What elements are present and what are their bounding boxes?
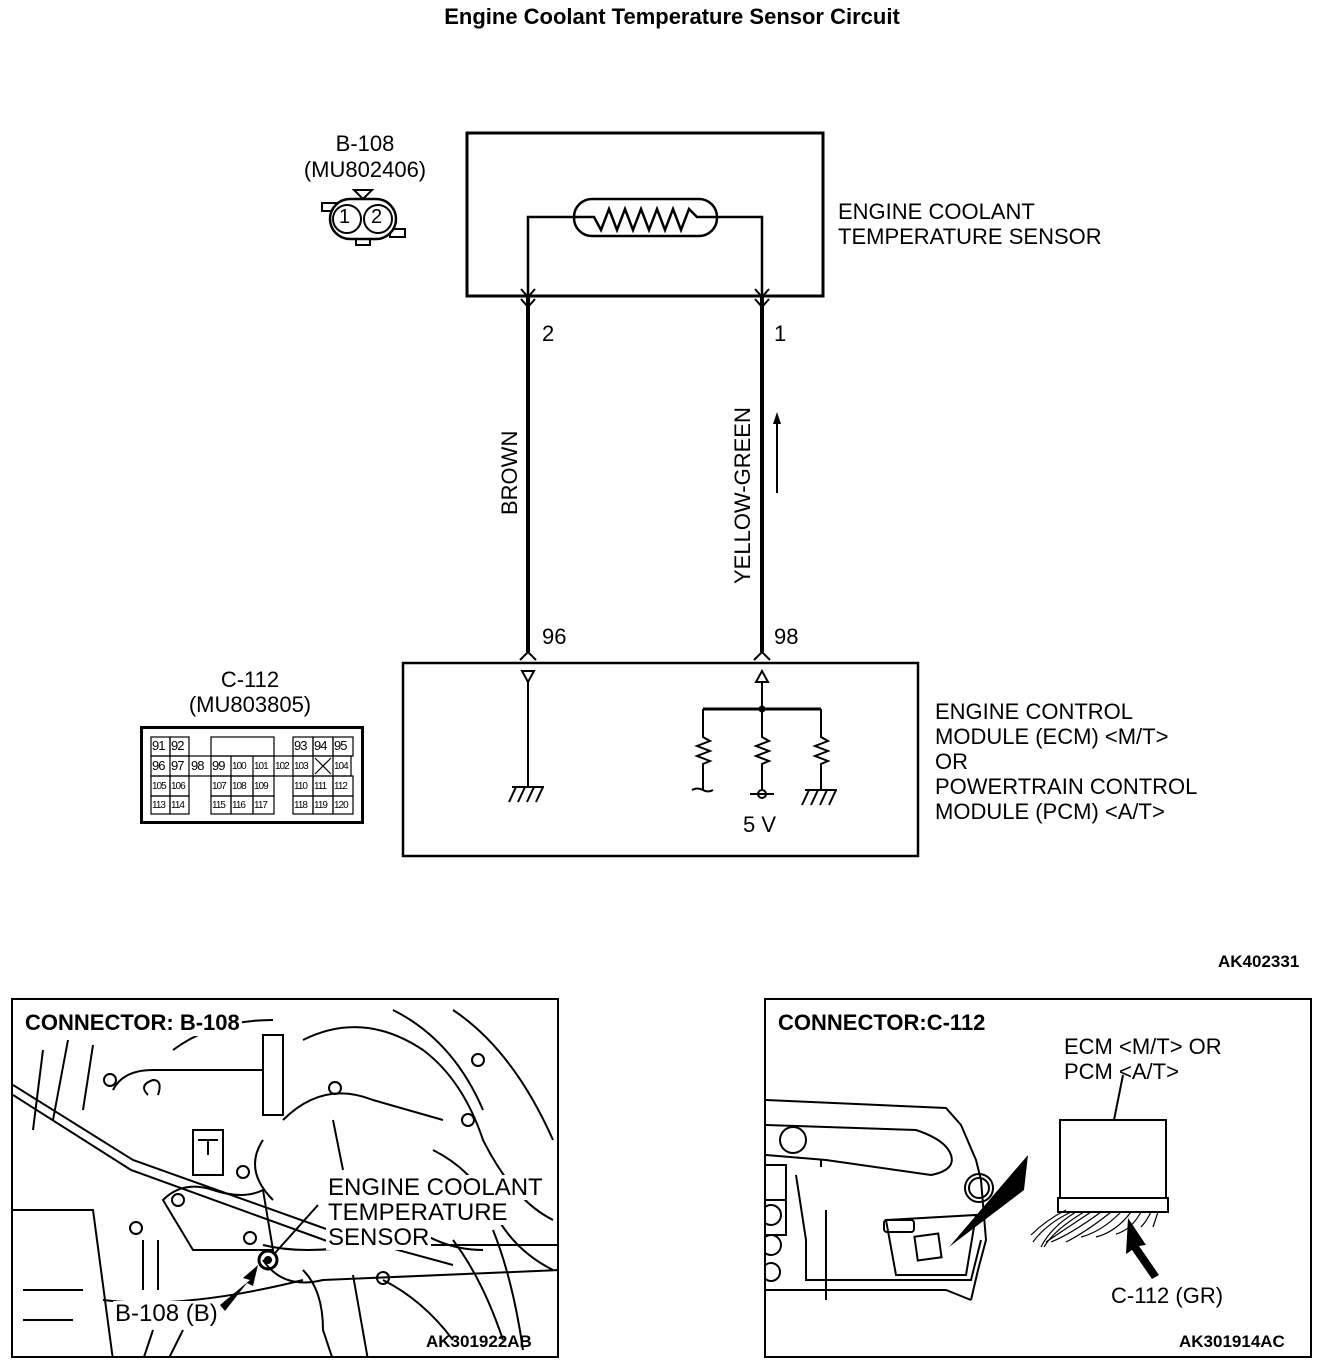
pin-103: 103	[294, 761, 309, 772]
pin-108: 108	[232, 781, 247, 792]
pointer-arrow-icon	[1126, 1218, 1159, 1279]
connector-c112-id: C-112	[220, 667, 280, 692]
sensor-label-line-1: ENGINE COOLANT	[838, 199, 1035, 224]
panel-right-connector-label: C-112 (GR)	[1111, 1283, 1224, 1308]
wire-color-yellow-green: YELLOW-GREEN	[730, 407, 755, 584]
pin-106: 106	[171, 781, 186, 792]
panel-left-connector-label: B-108 (B)	[113, 1300, 220, 1327]
panel-right-callout-line-1: ECM <M/T> OR	[1064, 1034, 1222, 1059]
connector-b108-id: B-108	[335, 131, 395, 156]
panel-connector-c112: CONNECTOR:C-112 ECM <M/T> OR PCM <A/T> C…	[764, 998, 1312, 1358]
circuit-schematic	[321, 131, 920, 858]
connector-cap-icon	[519, 650, 537, 661]
pin-93: 93	[294, 738, 308, 753]
pin-116: 116	[232, 800, 246, 811]
pin-105: 105	[152, 781, 167, 792]
pin-111: 111	[314, 781, 327, 792]
thermistor-zigzag	[526, 205, 764, 297]
diagram-title: Engine Coolant Temperature Sensor Circui…	[444, 4, 900, 29]
pin-113: 113	[152, 800, 166, 811]
dashboard-illustration	[766, 1074, 1169, 1301]
connector-b108-face-icon	[321, 189, 406, 246]
panel-right-title: CONNECTOR:C-112	[778, 1010, 986, 1035]
connector-pin-2: 2	[371, 206, 383, 228]
connector-c112-part-number: (MU803805)	[188, 692, 312, 717]
pin-115: 115	[212, 800, 226, 811]
sensor-pin-left: 2	[542, 321, 555, 346]
sensor-box	[465, 131, 825, 298]
resistor-icon	[753, 709, 772, 790]
ground-icon	[508, 786, 544, 803]
pin-118: 118	[294, 800, 308, 811]
arrowhead-icon	[773, 412, 781, 424]
zoom-wedge-icon	[949, 1155, 1028, 1247]
pin-119: 119	[314, 800, 328, 811]
ecm-label-line-4: POWERTRAIN CONTROL	[935, 774, 1198, 799]
pin-109: 109	[254, 781, 269, 792]
ecm-module-icon	[1059, 1119, 1167, 1209]
engine-bay-illustration	[13, 1009, 557, 1356]
pin-110: 110	[294, 781, 308, 792]
pin-99: 99	[212, 758, 226, 773]
wire-color-brown: BROWN	[497, 430, 522, 515]
ecm-label-line-1: ENGINE CONTROL	[935, 699, 1134, 724]
pin-107: 107	[212, 781, 227, 792]
ecm-box	[401, 661, 920, 858]
panel-left-callout-line-3: SENSOR	[326, 1224, 432, 1251]
panel-left-code: AK301922AB	[426, 1332, 532, 1351]
pinout-grid	[150, 736, 354, 815]
resistor-icon	[694, 709, 713, 790]
panel-left-title: CONNECTOR: B-108	[23, 1010, 242, 1036]
pin-104: 104	[334, 761, 349, 772]
connector-b108-part-number: (MU802406)	[303, 157, 427, 182]
connector-cap-icon	[753, 650, 771, 661]
output-triangle-icon	[754, 668, 770, 683]
pin-98: 98	[191, 758, 205, 773]
pin-100: 100	[232, 761, 247, 772]
supply-voltage-label: 5 V	[743, 812, 777, 837]
pin-114: 114	[171, 800, 185, 811]
resistor-icon	[812, 709, 831, 790]
pin-101: 101	[254, 761, 269, 772]
pin-91: 91	[152, 738, 166, 753]
panel-left-callout-line-2: TEMPERATURE	[326, 1199, 510, 1226]
figure-code: AK402331	[1218, 952, 1300, 971]
pin-97: 97	[171, 758, 185, 773]
panel-right-callout-line-2: PCM <A/T>	[1064, 1059, 1179, 1084]
ecm-pin-96: 96	[542, 624, 567, 649]
pin-95: 95	[334, 738, 348, 753]
panel-connector-b108: CONNECTOR: B-108 ENGINE COOLANT TEMPERAT…	[11, 998, 559, 1358]
pin-94: 94	[314, 738, 328, 753]
pin-112: 112	[334, 781, 348, 792]
pin-92: 92	[171, 738, 185, 753]
panel-left-callout-line-1: ENGINE COOLANT	[326, 1174, 545, 1201]
pin-120: 120	[334, 800, 349, 811]
pin-117: 117	[254, 800, 268, 811]
sensor-label-line-2: TEMPERATURE SENSOR	[838, 224, 1102, 249]
input-triangle-icon	[520, 670, 536, 685]
ecm-label-line-5: MODULE (PCM) <A/T>	[935, 799, 1165, 824]
ecm-label-line-2: MODULE (ECM) <M/T>	[935, 724, 1169, 749]
connector-pin-1: 1	[339, 206, 351, 228]
ecm-pin-98: 98	[774, 624, 799, 649]
pointer-arrow-icon	[220, 1265, 258, 1311]
panel-right-code: AK301914AC	[1179, 1332, 1285, 1351]
connector-c112-pinout: 91 92 93 94 95 96 97 98 99 100 101 102 1…	[140, 726, 364, 824]
ecm-label-line-3: OR	[935, 749, 968, 774]
pin-96: 96	[152, 758, 166, 773]
ground-icon	[801, 789, 837, 806]
sensor-pin-right: 1	[774, 321, 787, 346]
pin-102: 102	[275, 761, 290, 772]
